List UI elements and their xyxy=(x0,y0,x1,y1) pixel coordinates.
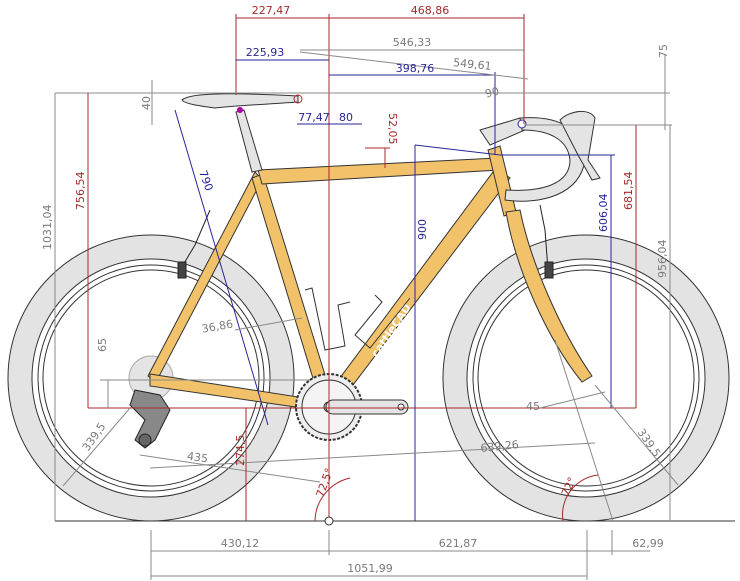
dim-bar-horizontal: 546,33 xyxy=(393,36,432,49)
dim-stack: 606,04 xyxy=(597,194,610,233)
dim-rear-center: 430,12 xyxy=(221,537,260,550)
dim-front-center: 639,26 xyxy=(480,438,520,455)
fork xyxy=(505,209,593,383)
frame: cattleCAD xyxy=(147,145,593,413)
dim-stem-length: 90 xyxy=(484,85,501,101)
brakes xyxy=(177,204,554,279)
dim-saddle-rail-height: 40 xyxy=(140,96,153,110)
brake-lever xyxy=(559,111,601,181)
dim-seat-angle: 72,5° xyxy=(314,466,336,499)
dim-saddle-to-bar: 549,61 xyxy=(453,56,493,73)
cockpit xyxy=(479,111,601,202)
dim-seat-length: 790 xyxy=(196,169,215,193)
dim-bar-height-ground: 956,04 xyxy=(656,240,669,279)
dim-saddle-setback: 227,47 xyxy=(252,4,291,17)
bottle-cages xyxy=(304,287,411,351)
top-tube xyxy=(257,157,500,185)
dim-saddle-height: 756,54 xyxy=(74,172,87,211)
crankset xyxy=(295,373,409,441)
dim-trail: 62,99 xyxy=(632,537,664,550)
dim-chainstay: 435 xyxy=(186,450,209,466)
dim-tt-drop: 52,05 xyxy=(386,113,399,145)
dim-frame-reach: 398,76 xyxy=(396,62,435,75)
saddle xyxy=(181,93,299,109)
dimension-labels: 227,47 468,86 546,33 225,93 398,76 549,6… xyxy=(41,4,670,575)
rear-derailleur xyxy=(129,389,171,449)
dim-reach-to-bar: 468,86 xyxy=(411,4,450,17)
dim-wheelbase: 1051,99 xyxy=(347,562,393,575)
dim-seat-offset-2: 80 xyxy=(339,111,353,124)
dim-seat-offset-1: 77,47 xyxy=(298,111,330,124)
dim-front-center-horizontal: 621,87 xyxy=(439,537,478,550)
dim-bar-height: 681,54 xyxy=(622,172,635,211)
dim-bb-drop: 65 xyxy=(96,338,109,352)
dim-saddle-nose-setback: 225,93 xyxy=(246,46,285,59)
dimension-lines xyxy=(54,14,679,580)
dim-saddle-height-ground: 1031,04 xyxy=(41,205,54,251)
dim-crank-diameter: 36,86 xyxy=(201,317,234,335)
dim-fork-offset: 45 xyxy=(526,400,540,413)
dim-saddle-bar-drop: 75 xyxy=(657,44,670,58)
dim-stack-ground: 900 xyxy=(416,219,429,240)
saddle-assembly xyxy=(181,93,303,173)
dim-bb-height: 274,5 xyxy=(234,435,247,467)
